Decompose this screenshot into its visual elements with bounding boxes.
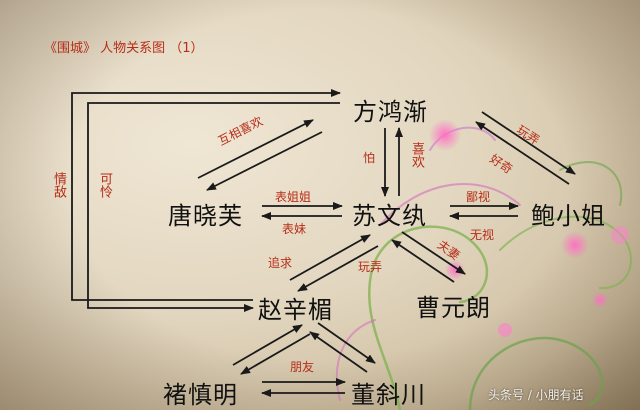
label-qingdi: 情敌 xyxy=(50,172,66,198)
label-kelian: 可怜 xyxy=(96,172,112,198)
node-su-wenwan: 苏文纨 xyxy=(352,202,427,230)
arrow-bao-to-fang xyxy=(475,121,570,185)
label-su-tang: 表妹 xyxy=(282,222,307,236)
arrow-zhao-to-chu xyxy=(240,333,311,375)
arrow-zhao-to-dong xyxy=(317,322,376,364)
arrow-su-to-cao xyxy=(401,231,466,275)
node-chu-shenming: 褚慎明 xyxy=(163,381,238,409)
arrows xyxy=(71,89,576,397)
arrow-cao-to-su xyxy=(391,239,455,283)
node-bao-xiaojie: 鲍小姐 xyxy=(531,202,606,230)
node-fang-hongjian: 方鸿渐 xyxy=(353,98,428,126)
label-bao-su: 无视 xyxy=(470,228,495,242)
label-su-bao: 鄙视 xyxy=(466,190,491,204)
node-zhao-xinmei: 赵辛楣 xyxy=(258,296,333,324)
arrow-tang-to-fang xyxy=(197,119,314,179)
arrow-zhao-to-fang-outer xyxy=(71,89,341,301)
label-fang-su: 怕 xyxy=(363,151,376,165)
label-zhao-su: 追求 xyxy=(268,256,293,270)
arrow-fang-to-bao xyxy=(481,111,576,175)
watermark: 头条号 / 小朋有话 xyxy=(488,388,584,402)
label-tang-su: 表姐姐 xyxy=(275,190,312,204)
arrow-zhao-to-su xyxy=(289,234,371,281)
arrow-su-to-zhao xyxy=(297,245,379,292)
diagram-title: 《围城》 人物关系图 （1） xyxy=(44,41,204,56)
node-cao-yuanlang: 曹元朗 xyxy=(416,294,491,322)
node-tang-xiaofu: 唐晓芙 xyxy=(168,202,243,230)
label-chu-dong: 朋友 xyxy=(290,360,315,374)
arrow-chu-to-zhao xyxy=(232,324,303,366)
arrow-dong-to-zhao xyxy=(309,331,368,373)
arrow-fang-to-zhao-inner xyxy=(87,102,340,312)
node-dong-xiechuan: 董斜川 xyxy=(351,381,426,409)
arrow-fang-to-tang xyxy=(206,131,323,191)
label-su-zhao: 玩弄 xyxy=(358,260,383,274)
label-su-fang: 喜欢 xyxy=(408,142,424,168)
